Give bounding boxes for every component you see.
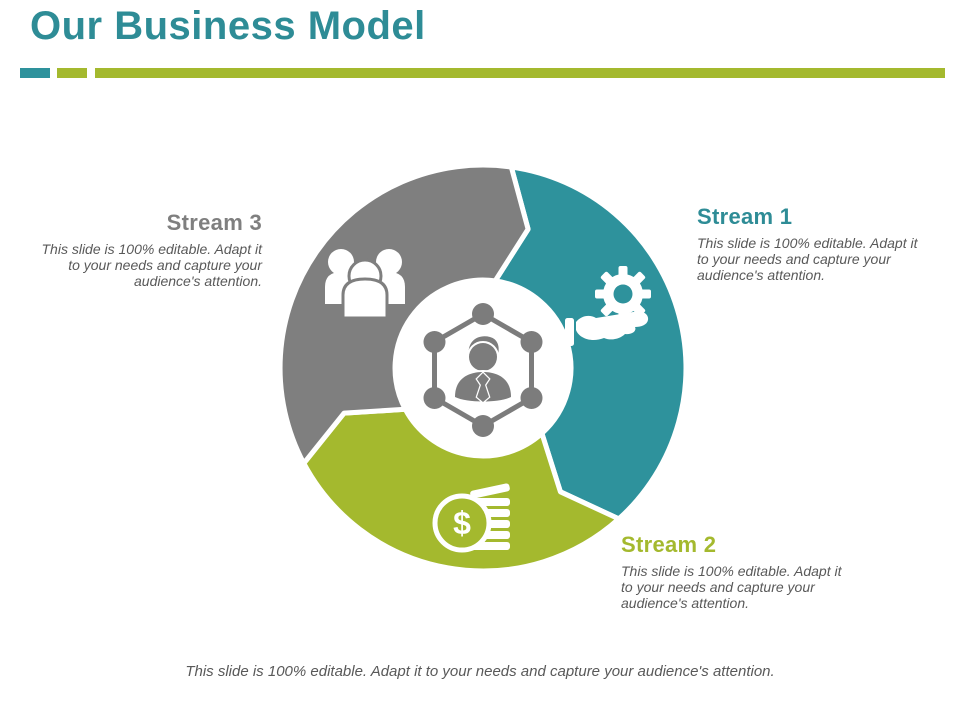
stream-2-description: This slide is 100% editable. Adapt it to… [621,563,842,611]
slide-footer-note: This slide is 100% editable. Adapt it to… [185,663,775,680]
divider-teal-block [20,68,50,78]
hand-icon [565,311,649,346]
divider-green-block [57,68,87,78]
stream-1-segment [492,164,689,522]
stream-3-block: Stream 3 This slide is 100% editable. Ad… [30,210,263,289]
dollar-sign: $ [453,505,471,541]
title-divider [20,68,945,78]
dollar-coin [435,496,489,550]
business-model-cycle-diagram: $ [277,162,689,574]
divider-green-bar [95,68,945,78]
stream-2-segment [301,406,622,574]
stream-3-heading: Stream 3 [166,210,262,235]
gear-icon [595,266,651,322]
stream-3-description: This slide is 100% editable. Adapt it to… [41,241,263,289]
hand-gear-icon [565,266,651,346]
stream-1-description: This slide is 100% editable. Adapt it to… [697,235,918,283]
stream-1-block: Stream 1 This slide is 100% editable. Ad… [697,204,929,283]
slide-title: Our Business Model [30,4,426,48]
stream-3-segment [277,162,531,466]
stream-2-heading: Stream 2 [621,532,717,557]
network-nodes [423,303,543,437]
stream-2-block: Stream 2 This slide is 100% editable. Ad… [621,532,853,611]
people-group-icon [325,249,405,320]
user-silhouette [452,334,514,404]
networked-user-icon [423,303,543,437]
stream-1-heading: Stream 1 [697,204,793,229]
coins-icon: $ [432,483,510,553]
